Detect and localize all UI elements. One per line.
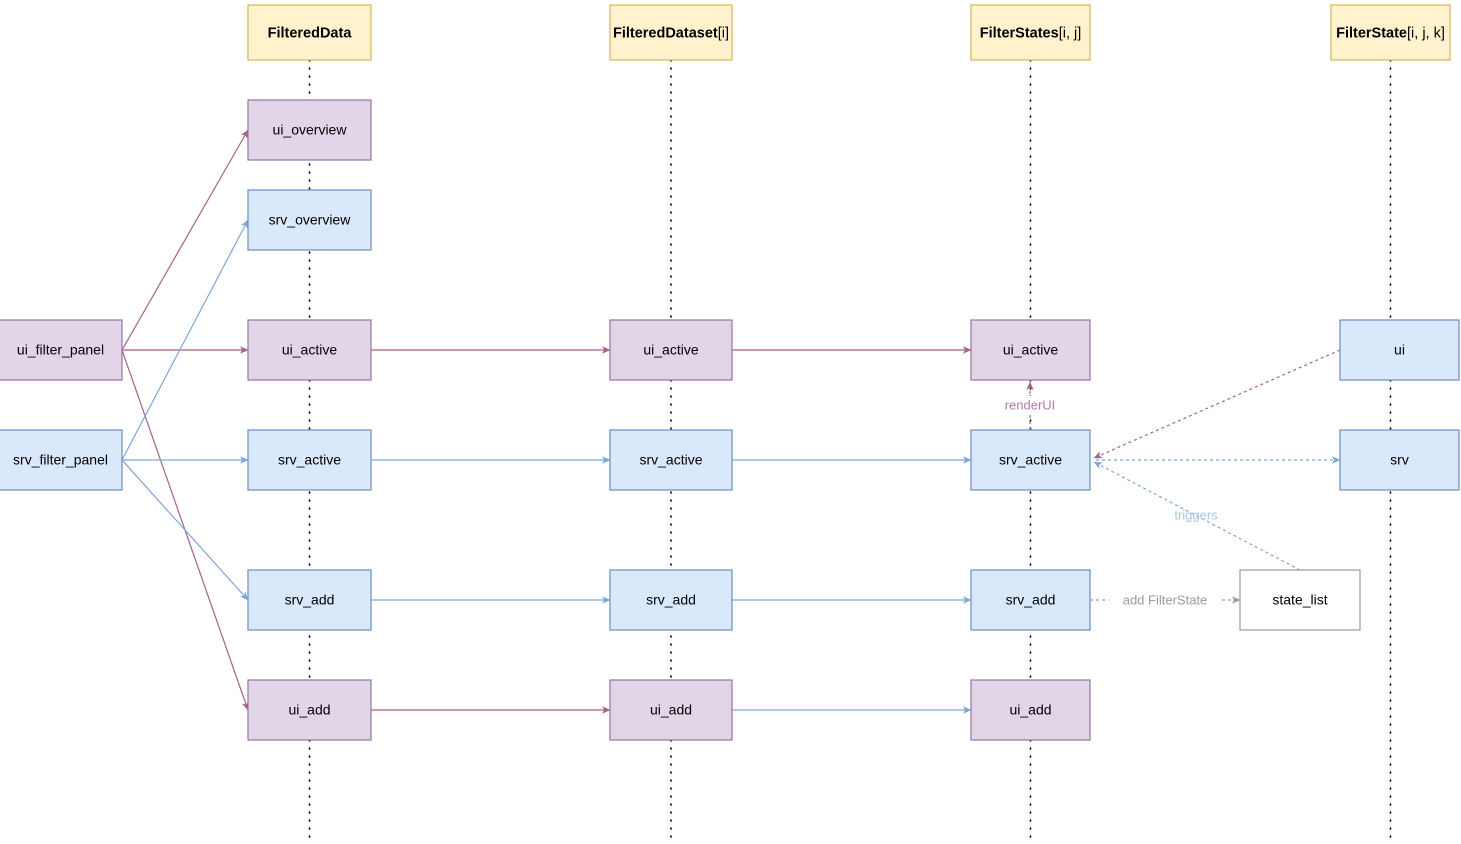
node-label-ui-filter-panel: ui_filter_panel (17, 342, 104, 358)
node-col2-srv-active[interactable]: srv_active (609, 429, 733, 491)
node-label-col4-srv: srv (1390, 452, 1409, 468)
label-renderui-text: renderUI (1005, 397, 1056, 412)
node-col1-ui-active[interactable]: ui_active (247, 319, 372, 381)
edge-ui-panel-to-ui-overview (121, 129, 249, 351)
node-box-ui-filter-panel (0, 319, 123, 381)
node-box-col1-ui-active (247, 319, 372, 381)
node-box-col1-srv-active (247, 429, 372, 491)
header-label-filter-states: FilterStates[i, j] (980, 25, 1082, 41)
headers-group: FilteredData FilteredDataset[i] FilterStat… (247, 4, 1451, 61)
node-label-col3-ui-add: ui_add (1009, 702, 1051, 718)
header-label-filtered-data: FilteredData (268, 25, 353, 41)
node-col2-ui-add[interactable]: ui_add (609, 679, 733, 741)
node-label-col1-ui-overview: ui_overview (273, 122, 348, 138)
node-col3-ui-add[interactable]: ui_add (970, 679, 1091, 741)
node-label-col2-srv-active: srv_active (639, 452, 702, 468)
node-col1-ui-add[interactable]: ui_add (247, 679, 372, 741)
node-label-state-list: state_list (1272, 592, 1327, 608)
node-box-col2-ui-active (609, 319, 733, 381)
node-col3-srv-add[interactable]: srv_add (970, 569, 1091, 631)
node-label-col1-ui-add: ui_add (288, 702, 330, 718)
node-box-col2-ui-add (609, 679, 733, 741)
node-label-col1-srv-active: srv_active (278, 452, 341, 468)
node-col3-ui-active[interactable]: ui_active (970, 319, 1091, 381)
label-triggers-text: triggers (1174, 507, 1218, 522)
node-box-col2-srv-active (609, 429, 733, 491)
header-label-filtered-dataset: FilteredDataset[i] (613, 25, 729, 41)
label-renderui: renderUI (998, 396, 1062, 414)
label-add-filterstate-text: add FilterState (1123, 592, 1208, 607)
node-label-col4-ui: ui (1394, 342, 1405, 358)
node-label-col2-ui-add: ui_add (650, 702, 692, 718)
header-label-filter-state: FilterState[i, j, k] (1336, 25, 1445, 41)
edge-srv-panel-to-srv-add (121, 459, 249, 601)
node-srv-filter-panel[interactable]: srv_filter_panel (0, 429, 123, 491)
node-col2-srv-add[interactable]: srv_add (609, 569, 733, 631)
node-col4-ui[interactable]: ui (1339, 319, 1460, 381)
node-box-col2-srv-add (609, 569, 733, 631)
node-col1-srv-add[interactable]: srv_add (247, 569, 372, 631)
nodes-group: ui_filter_panel srv_filter_panel ui_overvi… (0, 99, 1460, 741)
node-box-srv-filter-panel (0, 429, 123, 491)
node-box-col1-ui-add (247, 679, 372, 741)
label-triggers: triggers (1174, 507, 1218, 522)
node-box-col3-srv-add (970, 569, 1091, 631)
header-box-filter-states (970, 4, 1091, 61)
node-label-col2-srv-add: srv_add (646, 592, 696, 608)
header-box-filtered-data (247, 4, 372, 61)
node-state-list[interactable]: state_list (1239, 569, 1361, 631)
node-box-col1-srv-add (247, 569, 372, 631)
header-box-filtered-dataset (609, 4, 733, 61)
node-label-col1-srv-overview: srv_overview (269, 212, 352, 228)
node-col3-srv-active[interactable]: srv_active (970, 429, 1091, 491)
node-box-col3-ui-active (970, 319, 1091, 381)
header-filter-state[interactable]: FilterState[i, j, k] (1330, 4, 1451, 61)
edges-group (121, 129, 1341, 714)
node-label-col3-ui-active: ui_active (1003, 342, 1058, 358)
node-label-col1-ui-active: ui_active (282, 342, 337, 358)
node-box-state-list (1239, 569, 1361, 631)
node-label-col2-ui-active: ui_active (643, 342, 698, 358)
edge-statelist-triggers (1093, 461, 1301, 571)
node-label-col3-srv-active: srv_active (999, 452, 1062, 468)
node-label-col1-srv-add: srv_add (285, 592, 335, 608)
edge-ui-to-srv-active (1093, 349, 1341, 459)
label-renderui-backdrop (998, 396, 1062, 414)
header-box-filter-state (1330, 4, 1451, 61)
node-col4-srv[interactable]: srv (1339, 429, 1460, 491)
edge-srv-panel-to-srv-overview (121, 219, 249, 461)
node-box-col3-ui-add (970, 679, 1091, 741)
label-add-filterstate: add FilterState (1108, 591, 1222, 609)
node-ui-filter-panel[interactable]: ui_filter_panel (0, 319, 123, 381)
header-filtered-data[interactable]: FilteredData (247, 4, 372, 61)
edge-labels-group: renderUI triggers add FilterState (998, 396, 1222, 609)
node-box-col4-srv (1339, 429, 1460, 491)
label-add-filterstate-backdrop (1108, 591, 1222, 609)
node-col2-ui-active[interactable]: ui_active (609, 319, 733, 381)
header-filtered-dataset[interactable]: FilteredDataset[i] (609, 4, 733, 61)
node-label-srv-filter-panel: srv_filter_panel (13, 452, 108, 468)
node-label-col3-srv-add: srv_add (1006, 592, 1056, 608)
node-col1-srv-overview[interactable]: srv_overview (247, 189, 372, 251)
lifelines-group (308, 59, 1392, 844)
node-box-col1-srv-overview (247, 189, 372, 251)
node-col1-srv-active[interactable]: srv_active (247, 429, 372, 491)
node-box-col4-ui (1339, 319, 1460, 381)
node-box-col1-ui-overview (247, 99, 372, 161)
header-filter-states[interactable]: FilterStates[i, j] (970, 4, 1091, 61)
node-box-col3-srv-active (970, 429, 1091, 491)
node-col1-ui-overview[interactable]: ui_overview (247, 99, 372, 161)
